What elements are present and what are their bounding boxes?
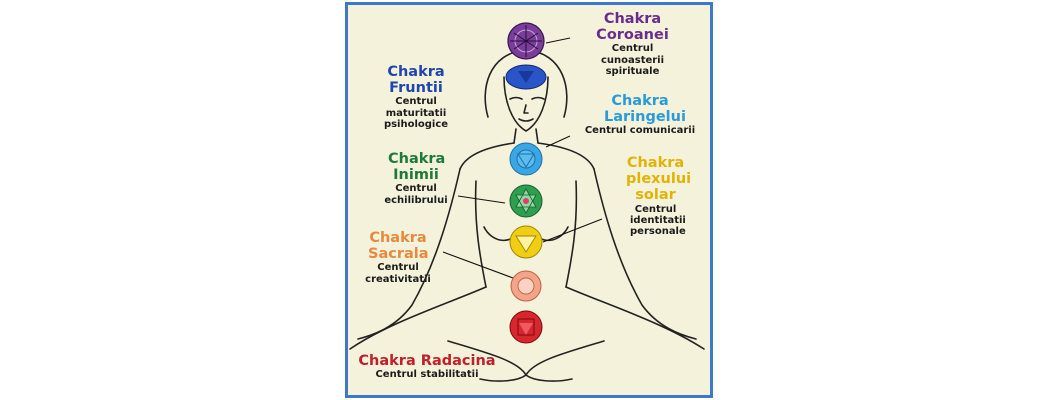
label-chakra-radacina: Chakra Radacina Centrul stabilitatii [352,353,502,380]
label-chakra-fruntii: Chakra Fruntii Centrul maturitatii psiho… [360,64,472,130]
arm-right [593,168,697,340]
neck [513,128,539,144]
subtitle-chakra-sacrala: Centrul creativitatii [365,262,431,285]
chakra-throat-wheel [509,142,543,176]
face-outline [503,76,549,132]
leader-sacrala [442,251,514,279]
title-chakra-radacina: Chakra Radacina [358,353,496,369]
subtitle-chakra-plexului: Centrul identitatii personale [630,203,686,238]
title-chakra-coroanei: Chakra Coroanei [596,11,669,44]
chakra-sacral-wheel [510,270,542,302]
leader-coroanei [545,37,571,44]
title-chakra-inimii: Chakra Inimii [388,151,446,184]
leader-laringelui [545,135,571,148]
chakra-poster: Chakra Coroanei Centrul cunoasterii spir… [345,2,713,398]
eye-left [509,96,523,100]
subtitle-chakra-coroanei: Centrul cunoasterii spirituale [600,43,665,77]
torso-left [474,180,487,288]
chakra-third-eye-wheel [505,64,547,90]
chakra-heart-wheel [509,184,543,218]
mouth [518,118,534,122]
chakra-diagram-art [349,22,705,382]
title-chakra-plexului: Chakra plexului solar [626,155,692,204]
subtitle-chakra-radacina: Centrul stabilitatii [375,369,479,381]
subtitle-chakra-laringelui: Centrul comunicarii [584,125,696,137]
chakra-solar-plexus-wheel [509,225,543,259]
leader-lines [442,37,603,279]
subtitle-chakra-inimii: Centrul echilibrului [384,183,448,206]
title-chakra-sacrala: Chakra Sacrala [368,230,429,263]
subtitle-chakra-fruntii: Centrul maturitatii psihologice [383,96,449,130]
title-chakra-laringelui: Chakra Laringelui [604,93,686,126]
label-chakra-inimii: Chakra Inimii Centrul echilibrului [376,151,456,206]
feet [479,374,573,382]
label-chakra-coroanei: Chakra Coroanei Centrul cunoasterii spir… [570,11,695,77]
legs-outline [349,286,705,376]
shoulders [459,142,595,170]
meditating-figure-outline [349,49,705,382]
chakra-crown-wheel [507,22,545,60]
eye-right [531,96,545,100]
label-chakra-sacrala: Chakra Sacrala Centrul creativitatii [358,230,438,285]
label-chakra-plexului: Chakra plexului solar Centrul identitati… [608,155,703,237]
label-chakra-laringelui: Chakra Laringelui Centrul comunicarii [584,93,696,137]
leader-inimii [457,195,506,204]
title-chakra-fruntii: Chakra Fruntii [387,64,445,97]
nose [523,104,529,114]
torso-right [565,180,578,288]
chakra-root-wheel [509,310,543,344]
leader-plexului [542,218,603,243]
